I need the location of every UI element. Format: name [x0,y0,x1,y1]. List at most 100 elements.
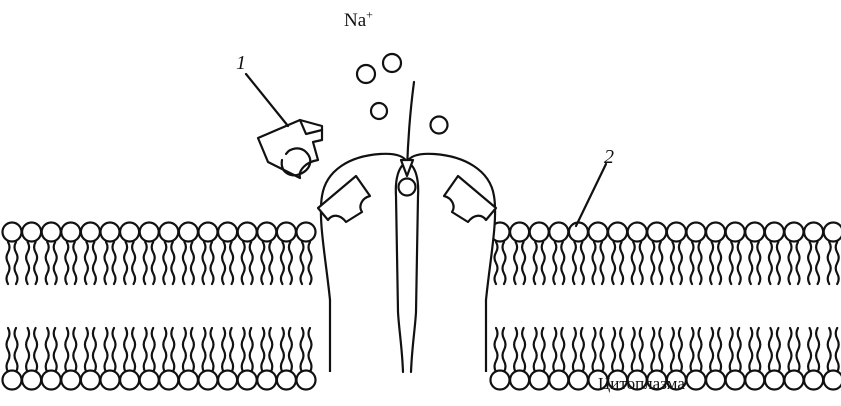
phospholipid-head [218,223,237,242]
phospholipid-tail [749,242,752,284]
phospholipid-tail [152,328,155,372]
phospholipid-tail [534,328,537,372]
sodium-ion [357,65,375,83]
phospholipid-head [706,371,725,390]
phospholipid-tail [242,242,245,284]
phospholipid-head [726,223,745,242]
phospholipid-tail [679,328,682,372]
phospholipid-head [297,223,316,242]
phospholipid-head [785,371,804,390]
phospholipid-tail [561,328,564,372]
phospholipid-tail [65,328,68,372]
phospholipid-head [549,223,568,242]
phospholipid-head [824,223,841,242]
phospholipid-tail [309,242,312,284]
phospholipid-tail [230,242,233,284]
phospholipid-tail [269,328,272,372]
phospholipid-head [804,371,823,390]
phospholipid-tail [777,328,780,372]
leader-line-2 [576,164,606,226]
phospholipid-head [3,371,22,390]
phospholipid-head [61,371,80,390]
phospholipid-tail [7,242,10,284]
phospholipid-tail [691,328,694,372]
phospholipid-head [569,371,588,390]
phospholipid-head [530,223,549,242]
ligand-molecule [258,120,322,178]
phospholipid-tail [105,328,108,372]
phospholipid-tail [789,242,792,284]
phospholipid-tail [816,328,819,372]
phospholipid-tail [73,242,76,284]
phospholipid-tail [54,242,57,284]
phospholipid-head [61,223,80,242]
phospholipid-tail [105,242,108,284]
phospholipid-tail [659,328,662,372]
phospholipid-tail [542,242,545,284]
phospholipid-tail [828,242,831,284]
phospholipid-tail [15,242,18,284]
phospholipid-head [765,223,784,242]
phospholipid-tail [132,242,135,284]
phospholipid-tail [651,328,654,372]
phospholipid-head [257,223,276,242]
phospholipid-head [238,371,257,390]
phospholipid-tail [46,242,49,284]
phospholipid-tail [573,328,576,372]
phospholipid-tail [553,242,556,284]
phospholipid-tail [495,328,498,372]
phospholipid-head [199,371,218,390]
phospholipid-head [804,223,823,242]
phospholipid-head [179,223,198,242]
phospholipid-head [238,223,257,242]
phospholipid-tail [183,242,186,284]
phospholipid-head [81,371,100,390]
phospholipid-tail [691,242,694,284]
phospholipid-tail [34,328,37,372]
phospholipid-head [218,371,237,390]
phospholipid-tail [281,242,284,284]
phospholipid-tail [632,328,635,372]
phospholipid-tail [46,328,49,372]
phospholipid-head [569,223,588,242]
phospholipid-tail [301,328,304,372]
phospholipid-tail [718,328,721,372]
phospholipid-tail [171,328,174,372]
phospholipid-tail [124,328,127,372]
phospholipid-head [491,371,510,390]
phospholipid-tail [85,242,88,284]
phospholipid-tail [289,242,292,284]
phospholipid-tail [699,328,702,372]
phospholipid-tail [93,242,96,284]
phospholipid-head [159,223,178,242]
phospholipid-tail [242,328,245,372]
phospholipid-tail [730,242,733,284]
phospholipid-tail [738,242,741,284]
phospholipid-head [257,371,276,390]
phospholipid-tail [163,242,166,284]
phospholipid-tail [777,242,780,284]
phospholipid-head [765,371,784,390]
phospholipid-head [785,223,804,242]
phospholipid-head [101,223,120,242]
phospholipid-head [706,223,725,242]
phospholipid-tail [222,242,225,284]
phospholipid-head [589,223,608,242]
phospholipid-tail [54,328,57,372]
phospholipid-head [140,223,159,242]
phospholipid-tail [612,242,615,284]
phospholipid-tail [93,328,96,372]
phospholipid-tail [26,242,29,284]
phospholipid-tail [211,242,214,284]
phospholipid-tail [514,242,517,284]
phospholipid-tail [144,242,147,284]
phospholipid-tail [769,328,772,372]
phospholipid-tail [522,328,525,372]
phospholipid-tail [124,242,127,284]
phospholipid-head [81,223,100,242]
phospholipid-tail [230,328,233,372]
phospholipid-tail [163,328,166,372]
phospholipid-head [745,223,764,242]
phospholipid-tail [828,328,831,372]
